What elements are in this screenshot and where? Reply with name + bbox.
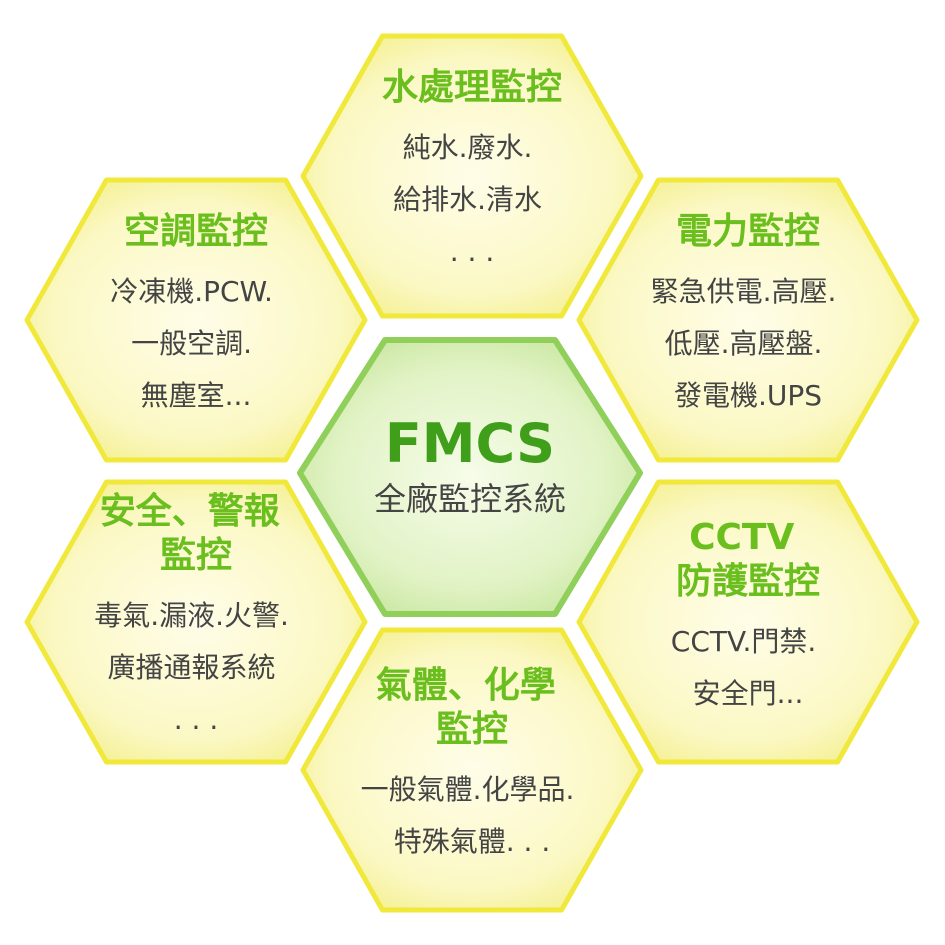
hex-cctv-title: CCTV 防護監控 <box>676 517 820 602</box>
hex-center-shape <box>297 337 643 617</box>
hex-hvac-items: 冷凍機.PCW. 一般空調. 無塵室... <box>110 275 282 412</box>
hex-power: 電力監控 緊急供電.高壓. 低壓.高壓盤. 發電機.UPS <box>576 177 920 463</box>
hex-cctv-shape <box>576 479 920 765</box>
hex-water-treatment-items: 純水.廢水. 給排水.清水 . . . <box>393 131 551 268</box>
hex-safety-alarm: 安全、警報 監控 毒氣.漏液.火警. 廣播通報系統 . . . <box>24 479 368 765</box>
hex-water-treatment-title: 水處理監控 <box>382 67 562 108</box>
hex-water-treatment-shape <box>300 33 644 319</box>
hex-gas-chemical-items: 一般氣體.化學品. 特殊氣體. . . <box>361 773 584 858</box>
hex-hvac-shape <box>24 177 368 463</box>
hex-power-title: 電力監控 <box>676 211 820 252</box>
hex-hvac-title: 空調監控 <box>124 211 268 252</box>
center-subtitle: 全廠監控系統 <box>374 480 566 518</box>
hex-safety-alarm-items: 毒氣.漏液.火警. 廣播通報系統 . . . <box>94 599 298 736</box>
hex-cctv-items: CCTV.門禁. 安全門... <box>671 625 825 710</box>
hex-gas-chemical-title: 氣體、化學 監控 <box>376 665 569 750</box>
hex-center-fmcs: FMCS 全廠監控系統 <box>297 337 643 617</box>
hex-hvac: 空調監控 冷凍機.PCW. 一般空調. 無塵室... <box>24 177 368 463</box>
hex-water-treatment: 水處理監控 純水.廢水. 給排水.清水 . . . <box>300 33 644 319</box>
hex-safety-alarm-title: 安全、警報 監控 <box>100 490 293 576</box>
hex-gas-chemical-shape <box>300 627 644 913</box>
hex-gas-chemical: 氣體、化學 監控 一般氣體.化學品. 特殊氣體. . . <box>300 627 644 913</box>
center-title: FMCS <box>385 412 555 475</box>
hex-power-items: 緊急供電.高壓. 低壓.高壓盤. 發電機.UPS <box>651 275 846 412</box>
hex-cctv: CCTV 防護監控 CCTV.門禁. 安全門... <box>576 479 920 765</box>
hex-power-shape <box>576 177 920 463</box>
hex-safety-alarm-shape <box>24 479 368 765</box>
